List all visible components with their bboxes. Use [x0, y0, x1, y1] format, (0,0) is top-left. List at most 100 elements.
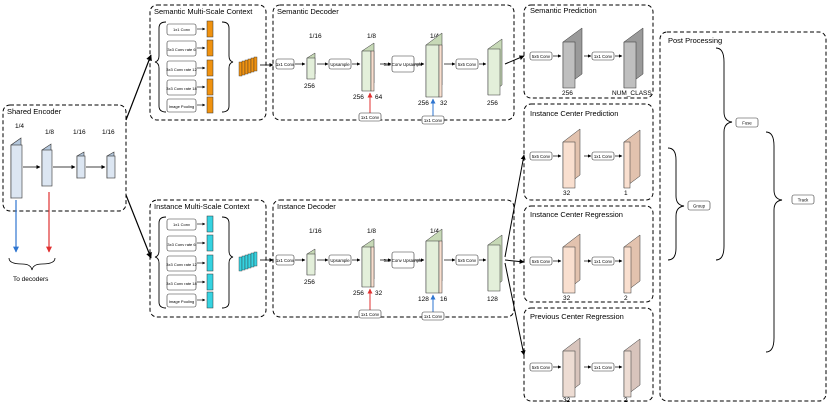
semantic-aspp-op-4-label: 3x3 Conv rate 18 — [166, 86, 197, 91]
semantic-decoder-skip-conv-b-label: 1x1 Conv — [424, 118, 443, 123]
semantic-decoder-conv1-label: 1x1 Conv — [276, 62, 295, 67]
head-2-op-1 — [529, 151, 553, 161]
post-processing: Post Processing Group Fuse Track — [659, 31, 827, 402]
semantic-decoder-feat-d — [487, 48, 501, 96]
instance-aspp-op-2 — [166, 235, 197, 252]
head-4-op-2 — [591, 362, 615, 372]
semantic-decoder-scale-2: 1/8 — [367, 33, 376, 40]
to-decoders-brace — [8, 257, 56, 271]
semantic-aspp-op-1 — [166, 23, 197, 36]
head-2-op-2 — [591, 151, 615, 161]
head-instance-center-regression: Instance Center Regression 5x5 Conv 32 1… — [523, 205, 654, 303]
instance-decoder-conv5-up-label: 5x5 Conv Upsample — [384, 258, 423, 263]
instance-decoder-conv5 — [455, 254, 479, 266]
instance-decoder-feat-b — [361, 246, 372, 288]
track-box — [791, 194, 815, 205]
instance-decoder-skip-conv-b — [421, 311, 445, 321]
encoder-to-instance-arrow — [125, 194, 152, 259]
instance-aspp-op-4-label: 3x3 Conv rate 18 — [166, 281, 197, 286]
instance-decoder-skip-conv-a-label: 1x1 Conv — [361, 312, 380, 317]
instance-aspp-op-3 — [166, 255, 197, 272]
semantic-aspp-op-2-label: 3x3 Conv rate 6 — [167, 47, 196, 52]
instance-decoder-feat-b-skip — [370, 246, 375, 288]
semantic-decoder-upsample — [328, 58, 352, 70]
head-1-feat-1 — [562, 41, 576, 89]
semantic-decoder-to-head-arrow — [504, 55, 525, 65]
semantic-decoder-skip-conv-b — [421, 115, 445, 125]
head-4-op-2-label: 1x1 Conv — [594, 365, 613, 370]
instance-aspp-op-4 — [166, 274, 197, 291]
head-2-title: Instance Center Prediction — [530, 109, 618, 118]
instance-decoder-to-center-prediction-arrow — [504, 154, 526, 258]
track-brace — [765, 131, 783, 353]
semantic-decoder-scale-3: 1/4 — [430, 33, 439, 40]
instance-decoder-dim-c2: 16 — [440, 296, 448, 303]
instance-aspp-op-5-label: Image Pooling — [169, 299, 195, 304]
instance-decoder-feat-a — [306, 253, 316, 276]
head-4-feat-1 — [562, 350, 576, 398]
head-3-title: Instance Center Regression — [530, 210, 623, 219]
instance-context-right-brace — [221, 216, 234, 309]
instance-decoder-to-previous-regression-arrow — [504, 262, 526, 356]
head-2-op-1-label: 5x5 Conv — [532, 154, 551, 159]
encoder-to-semantic-arrow — [125, 54, 152, 121]
head-3-op-2 — [591, 256, 615, 266]
instance-aspp-op-2-label: 3x3 Conv rate 6 — [167, 242, 196, 247]
post-processing-frame — [659, 31, 827, 402]
encoder-block-4 — [106, 155, 116, 179]
semantic-decoder-feat-c-skip — [438, 44, 443, 98]
head-2-feat-2 — [623, 141, 631, 189]
instance-decoder-scale-3: 1/4 — [430, 228, 439, 235]
semantic-context-left-brace — [154, 21, 167, 113]
semantic-aspp-op-5 — [166, 98, 197, 113]
semantic-aspp-op-4 — [166, 79, 197, 96]
encoder-stride-1: 1/4 — [15, 123, 24, 130]
group-brace — [667, 147, 685, 261]
instance-decoder-skip-conv-a — [358, 309, 382, 319]
shared-encoder-frame — [2, 104, 127, 212]
fuse-brace — [715, 47, 733, 261]
instance-context: Instance Multi-Scale Context 1x1 Conv 3x… — [149, 199, 267, 318]
instance-aspp-feature-1 — [206, 215, 214, 233]
head-previous-center-regression: Previous Center Regression 5x5 Conv 32 1… — [523, 307, 654, 404]
semantic-decoder-conv5-up — [391, 55, 415, 73]
head-2-dim-2: 1 — [624, 190, 628, 197]
semantic-aspp-op-3-label: 3x3 Conv rate 12 — [166, 67, 197, 72]
semantic-decoder-dim-b1: 256 — [353, 94, 364, 101]
semantic-decoder-skip-conv-a-label: 1x1 Conv — [361, 115, 380, 120]
semantic-decoder-dim-b2: 64 — [375, 94, 383, 101]
post-processing-title: Post Processing — [668, 36, 722, 45]
semantic-decoder-dim-d: 256 — [487, 100, 498, 107]
instance-decoder-scale-2: 1/8 — [367, 228, 376, 235]
head-3-dim-1: 32 — [563, 295, 571, 302]
track-label: Track — [798, 198, 809, 203]
head-3-op-2-label: 1x1 Conv — [594, 259, 613, 264]
instance-context-title: Instance Multi-Scale Context — [154, 202, 250, 211]
semantic-context-title: Semantic Multi-Scale Context — [154, 7, 253, 16]
semantic-aspp-feature-1 — [206, 20, 214, 38]
semantic-decoder-frame — [272, 4, 515, 121]
semantic-aspp-feature-5 — [206, 96, 214, 114]
head-instance-center-prediction: Instance Center Prediction 5x5 Conv 32 1… — [523, 103, 654, 201]
instance-decoder-feat-d — [487, 244, 501, 292]
semantic-decoder-upsample-label: Upsample — [330, 62, 350, 67]
instance-decoder-to-center-regression-arrow — [504, 259, 525, 265]
semantic-decoder: Semantic Decoder 1/16 1/8 1/4 1x1 Conv 2… — [272, 4, 515, 125]
instance-decoder-feat-c-skip — [438, 240, 443, 294]
head-4-feat-2 — [623, 350, 632, 398]
instance-decoder-skip-conv-b-label: 1x1 Conv — [424, 314, 443, 319]
instance-aspp-op-3-label: 3x3 Conv rate 12 — [166, 262, 197, 267]
semantic-decoder-skip-conv-a — [358, 112, 382, 122]
instance-aspp-op-1 — [166, 218, 197, 231]
instance-decoder-dim-b1: 256 — [353, 290, 364, 297]
instance-decoder-conv5-label: 5x5 Conv — [458, 258, 477, 263]
head-1-feat-2 — [623, 41, 637, 89]
head-4-op-1-label: 5x5 Conv — [532, 365, 551, 370]
head-1-frame — [523, 4, 654, 99]
head-4-dim-2: 2 — [624, 397, 628, 404]
head-1-dim-2: NUM_CLASS — [612, 90, 652, 97]
head-1-title-line-1: Semantic Prediction — [530, 6, 597, 15]
semantic-decoder-conv5-up-label: 5x5 Conv Upsample — [384, 62, 423, 67]
instance-decoder: Instance Decoder 1/16 1/8 1/4 1x1 Conv 2… — [272, 199, 515, 321]
